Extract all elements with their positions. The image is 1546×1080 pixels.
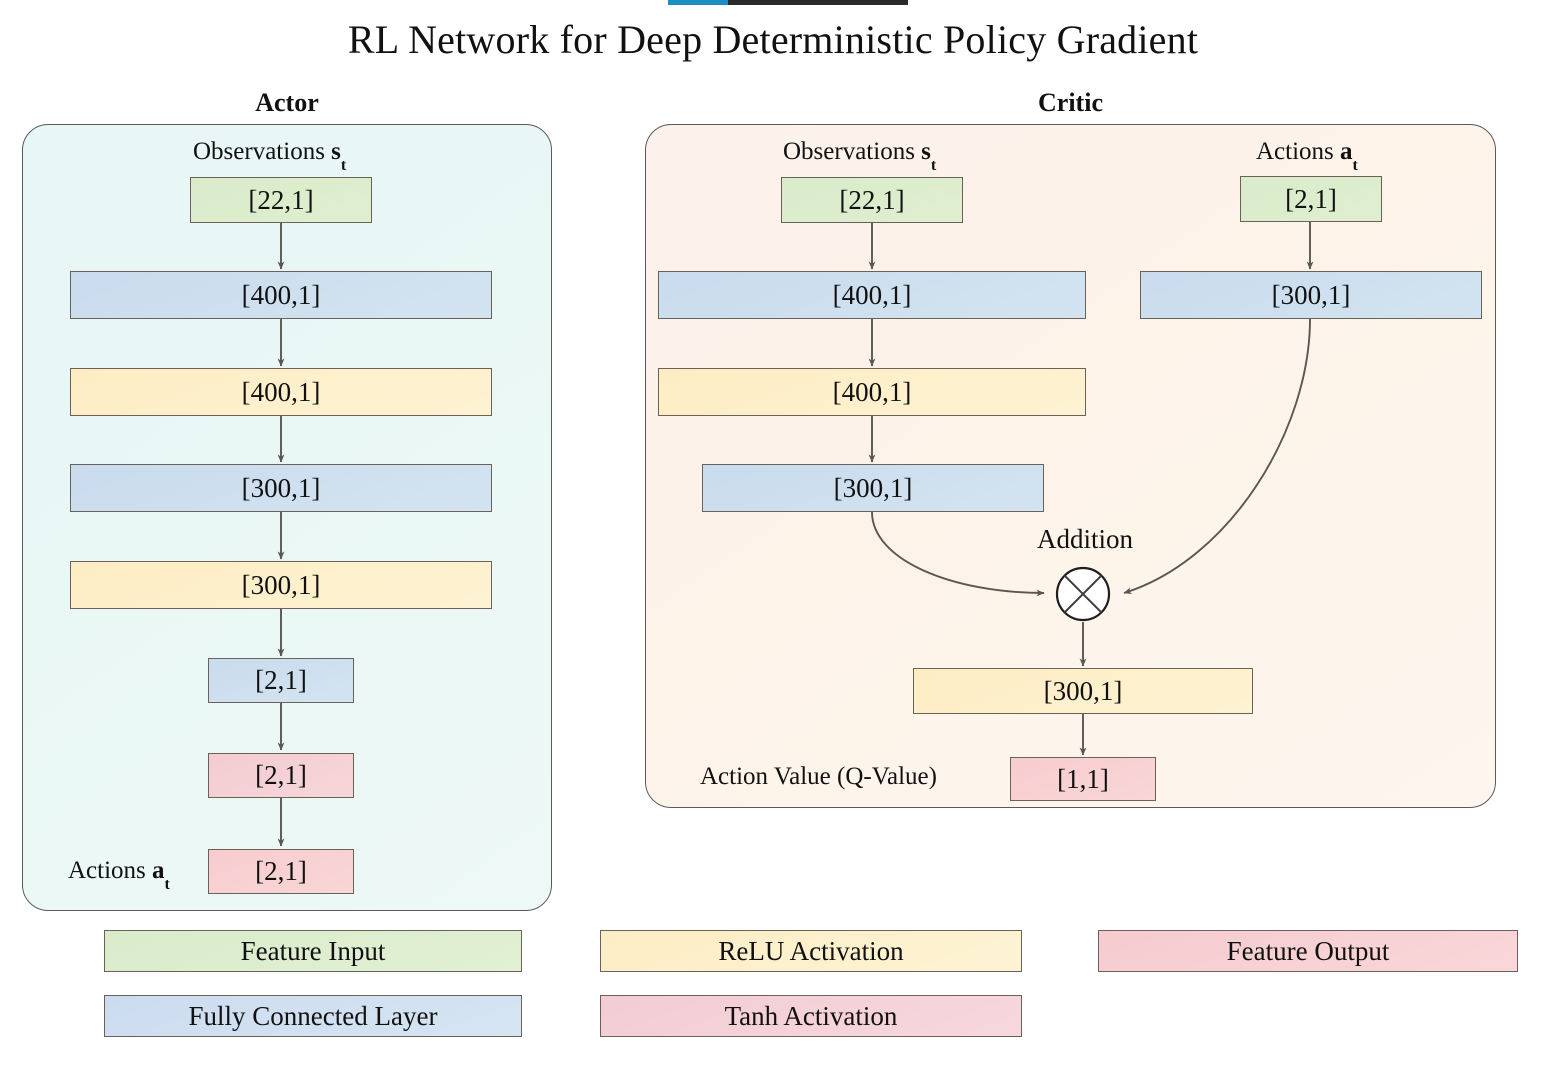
actor-observations-label-subscript: t <box>340 157 347 174</box>
legend-item-feature-output[interactable]: Feature Output <box>1098 930 1518 972</box>
critic-observations-label-symbol: s <box>921 138 931 165</box>
critic-actions-label-symbol: a <box>1340 138 1353 165</box>
legend-item-fully-connected-layer[interactable]: Fully Connected Layer <box>104 995 522 1037</box>
actor-node-fc-300[interactable]: [300,1] <box>70 464 492 512</box>
critic-node-observations-input[interactable]: [22,1] <box>781 177 963 223</box>
critic-q-value-label: Action Value (Q-Value) <box>700 763 937 790</box>
actor-actions-label-text: Actions <box>68 857 153 884</box>
actor-node-fc-2[interactable]: [2,1] <box>208 658 354 703</box>
legend-item-tanh-activation[interactable]: Tanh Activation <box>600 995 1022 1037</box>
actor-node-fc-400[interactable]: [400,1] <box>70 271 492 319</box>
critic-node-fc-400[interactable]: [400,1] <box>658 271 1086 319</box>
legend-item-relu-activation[interactable]: ReLU Activation <box>600 930 1022 972</box>
actor-actions-label: Actions at <box>68 857 170 893</box>
critic-node-actions-input[interactable]: [2,1] <box>1240 176 1382 222</box>
actor-node-actions-output[interactable]: [2,1] <box>208 849 354 894</box>
critic-observations-label-subscript: t <box>930 157 937 174</box>
actor-observations-label-text: Observations <box>193 138 332 165</box>
actor-node-relu-400[interactable]: [400,1] <box>70 368 492 416</box>
actor-actions-label-subscript: t <box>164 876 170 893</box>
critic-node-relu-300[interactable]: [300,1] <box>913 668 1253 714</box>
critic-node-q-value-output[interactable]: [1,1] <box>1010 757 1156 801</box>
critic-actions-label-text: Actions <box>1256 138 1341 165</box>
critic-node-fc-300-obs[interactable]: [300,1] <box>702 464 1044 512</box>
critic-actions-label-subscript: t <box>1352 157 1358 174</box>
page-title: RL Network for Deep Deterministic Policy… <box>347 17 1199 62</box>
addition-operator-icon[interactable] <box>1055 566 1111 622</box>
actor-actions-label-symbol: a <box>152 857 165 884</box>
critic-observations-label: Observations st <box>783 138 936 174</box>
top-progress-fill <box>668 0 728 5</box>
addition-label: Addition <box>1036 524 1133 554</box>
legend-item-feature-input[interactable]: Feature Input <box>104 930 522 972</box>
top-progress-track <box>668 0 908 5</box>
critic-node-fc-300-act[interactable]: [300,1] <box>1140 271 1482 319</box>
actor-node-tanh-2[interactable]: [2,1] <box>208 753 354 798</box>
actor-observations-label-symbol: s <box>331 138 341 165</box>
critic-node-relu-400[interactable]: [400,1] <box>658 368 1086 416</box>
actor-node-observations-input[interactable]: [22,1] <box>190 177 372 223</box>
actor-node-relu-300[interactable]: [300,1] <box>70 561 492 609</box>
critic-observations-label-text: Observations <box>783 138 922 165</box>
actor-panel-heading: Actor <box>255 88 319 117</box>
critic-actions-label: Actions at <box>1256 138 1358 174</box>
critic-panel-heading: Critic <box>1038 88 1103 117</box>
actor-observations-label: Observations st <box>193 138 346 174</box>
